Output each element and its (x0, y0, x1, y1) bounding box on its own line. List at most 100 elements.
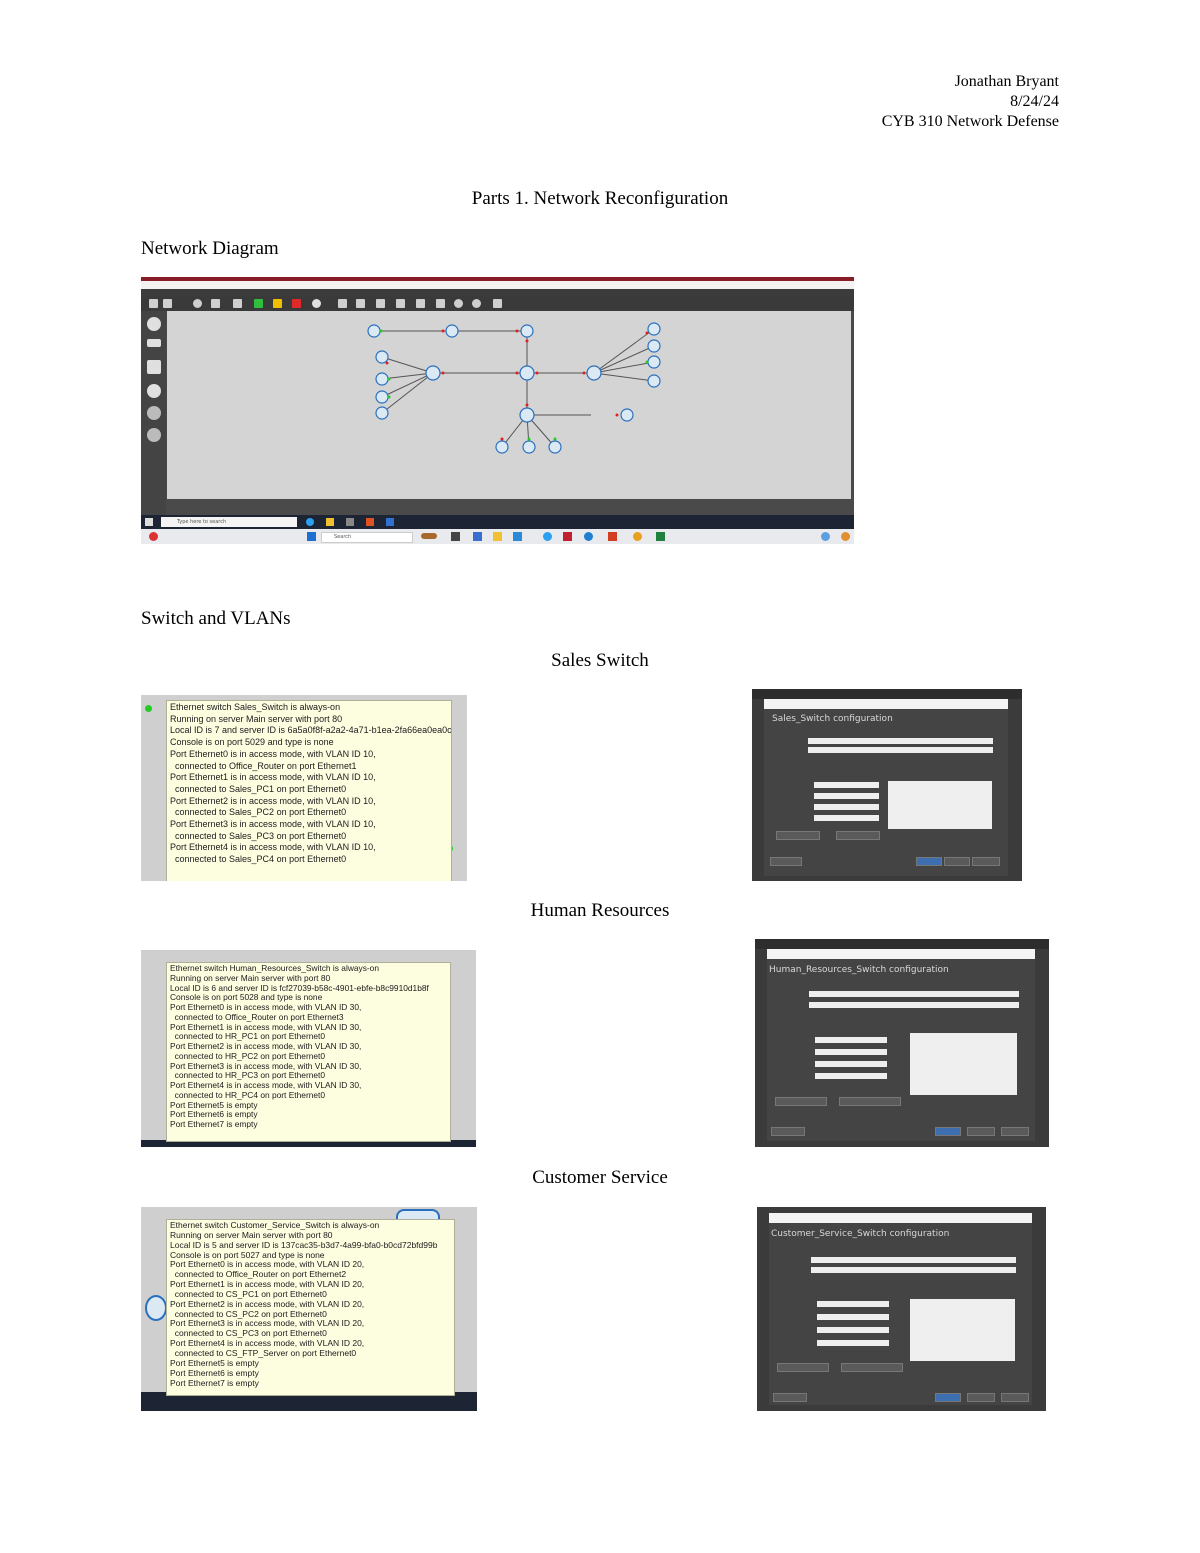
play-icon (254, 299, 263, 308)
port-field[interactable] (815, 1037, 887, 1043)
profile-icon[interactable] (841, 532, 850, 541)
switch-icon (147, 339, 161, 347)
dialog-body: Human_Resources_Switch configuration (767, 959, 1035, 1141)
add-button[interactable] (777, 1363, 829, 1372)
window-titlebar (141, 281, 854, 289)
name-field[interactable] (809, 991, 1019, 997)
all-devices-icon (147, 406, 161, 420)
qinq-ethertype-select[interactable] (814, 815, 879, 821)
ok-button[interactable] (935, 1127, 961, 1136)
course-name: CYB 310 Network Defense (881, 113, 1059, 130)
note-icon (338, 299, 347, 308)
author-name: Jonathan Bryant (954, 73, 1059, 90)
ports-table[interactable] (910, 1033, 1017, 1095)
reset-button[interactable] (770, 857, 802, 866)
tooltip-line: Port Ethernet4 is in access mode, with V… (170, 842, 376, 853)
lock-icon (436, 299, 445, 308)
pc-icon (145, 1295, 167, 1321)
gns3-toolbar-strip (755, 939, 1049, 949)
tooltip-line: Port Ethernet7 is empty (170, 1377, 259, 1388)
tooltip-line: Ethernet switch Customer_Service_Switch … (170, 1220, 380, 1230)
teams-icon[interactable] (473, 532, 482, 541)
explorer-icon[interactable] (326, 518, 334, 526)
device-sidebar (141, 311, 166, 515)
menu-bar (141, 289, 854, 296)
host-start-icon[interactable] (307, 532, 316, 541)
add-button[interactable] (775, 1097, 827, 1106)
gns3-toolbar-strip (752, 689, 1022, 699)
vlan-field[interactable] (814, 793, 879, 799)
taskbar-strip (141, 1392, 477, 1411)
tooltip-line: Port Ethernet5 is empty (170, 1357, 259, 1368)
console-type-select[interactable] (811, 1267, 1016, 1273)
port-field[interactable] (817, 1301, 889, 1307)
section-switch-vlans: Switch and VLANs (141, 608, 291, 629)
store-icon[interactable] (346, 518, 354, 526)
edge-icon[interactable] (306, 518, 314, 526)
console-type-select[interactable] (809, 1002, 1019, 1008)
qinq-ethertype-select[interactable] (815, 1073, 887, 1079)
pause-icon (273, 299, 282, 308)
line-icon (416, 299, 425, 308)
type-select[interactable] (815, 1061, 887, 1067)
document-date: 8/24/24 (1010, 93, 1059, 110)
host-edge-icon[interactable] (543, 532, 552, 541)
console-type-select[interactable] (808, 747, 993, 753)
shield-icon[interactable] (563, 532, 572, 541)
name-field[interactable] (811, 1257, 1016, 1263)
sales-switch-config-screenshot: Sales_Switch configuration (752, 689, 1022, 881)
task-view-icon[interactable] (451, 532, 460, 541)
qinq-ethertype-select[interactable] (817, 1340, 889, 1346)
settings-icon[interactable] (584, 532, 593, 541)
dialog-body: Customer_Service_Switch configuration (769, 1223, 1032, 1405)
host-search-box[interactable]: Search (321, 532, 413, 543)
powerpoint-icon[interactable] (608, 532, 617, 541)
type-select[interactable] (817, 1327, 889, 1333)
dialog-titlebar (764, 699, 1008, 709)
tooltip-line: connected to Office_Router on port Ether… (170, 760, 357, 771)
tooltip-line: connected to Sales_PC2 on port Ethernet0 (170, 807, 347, 818)
ok-button[interactable] (916, 857, 942, 866)
tooltip-line: connected to Sales_PC1 on port Ethernet0 (170, 783, 347, 794)
cancel-button[interactable] (944, 857, 970, 866)
ports-table[interactable] (910, 1299, 1015, 1361)
vlan-field[interactable] (815, 1049, 887, 1055)
cancel-button[interactable] (967, 1127, 995, 1136)
apply-button[interactable] (972, 857, 1000, 866)
host-explorer-icon[interactable] (493, 532, 502, 541)
vlan-field[interactable] (817, 1314, 889, 1320)
router-icon (147, 317, 161, 331)
cancel-button[interactable] (967, 1393, 995, 1402)
tooltip-line: Local ID is 5 and server ID is 137cac35-… (170, 1239, 438, 1250)
mail-icon[interactable] (513, 532, 522, 541)
delete-button[interactable] (841, 1363, 903, 1372)
type-select[interactable] (814, 804, 879, 810)
tooltip-line: connected to CS_PC1 on port Ethernet0 (170, 1288, 327, 1299)
delete-button[interactable] (836, 831, 880, 840)
tooltip-line: Running on server Main server with port … (170, 1229, 333, 1240)
excel-icon[interactable] (656, 532, 665, 541)
tooltip-line: connected to HR_PC3 on port Ethernet0 (170, 1070, 326, 1081)
cs-switch-tooltip: Ethernet switch Customer_Service_Switch … (166, 1219, 455, 1396)
reset-button[interactable] (771, 1127, 805, 1136)
gns3-taskbar-icon[interactable] (386, 518, 394, 526)
weather-icon (421, 533, 437, 539)
ok-button[interactable] (935, 1393, 961, 1402)
apply-button[interactable] (1001, 1393, 1029, 1402)
tooltip-line: Port Ethernet5 is empty (170, 1099, 258, 1110)
tooltip-line: Port Ethernet1 is in access mode, with V… (170, 772, 376, 783)
add-button[interactable] (776, 831, 820, 840)
taskbar-search-box[interactable]: Type here to search (161, 517, 297, 527)
copilot-icon[interactable] (821, 532, 830, 541)
apply-button[interactable] (1001, 1127, 1029, 1136)
name-field[interactable] (808, 738, 993, 744)
reset-button[interactable] (773, 1393, 807, 1402)
ports-table[interactable] (888, 781, 992, 829)
office-icon[interactable] (366, 518, 374, 526)
windows-start-icon[interactable] (145, 518, 153, 526)
topology-canvas[interactable] (167, 311, 851, 499)
tooltip-line: Console is on port 5029 and type is none (170, 737, 334, 748)
port-field[interactable] (814, 782, 879, 788)
delete-button[interactable] (839, 1097, 901, 1106)
chrome-icon[interactable] (633, 532, 642, 541)
